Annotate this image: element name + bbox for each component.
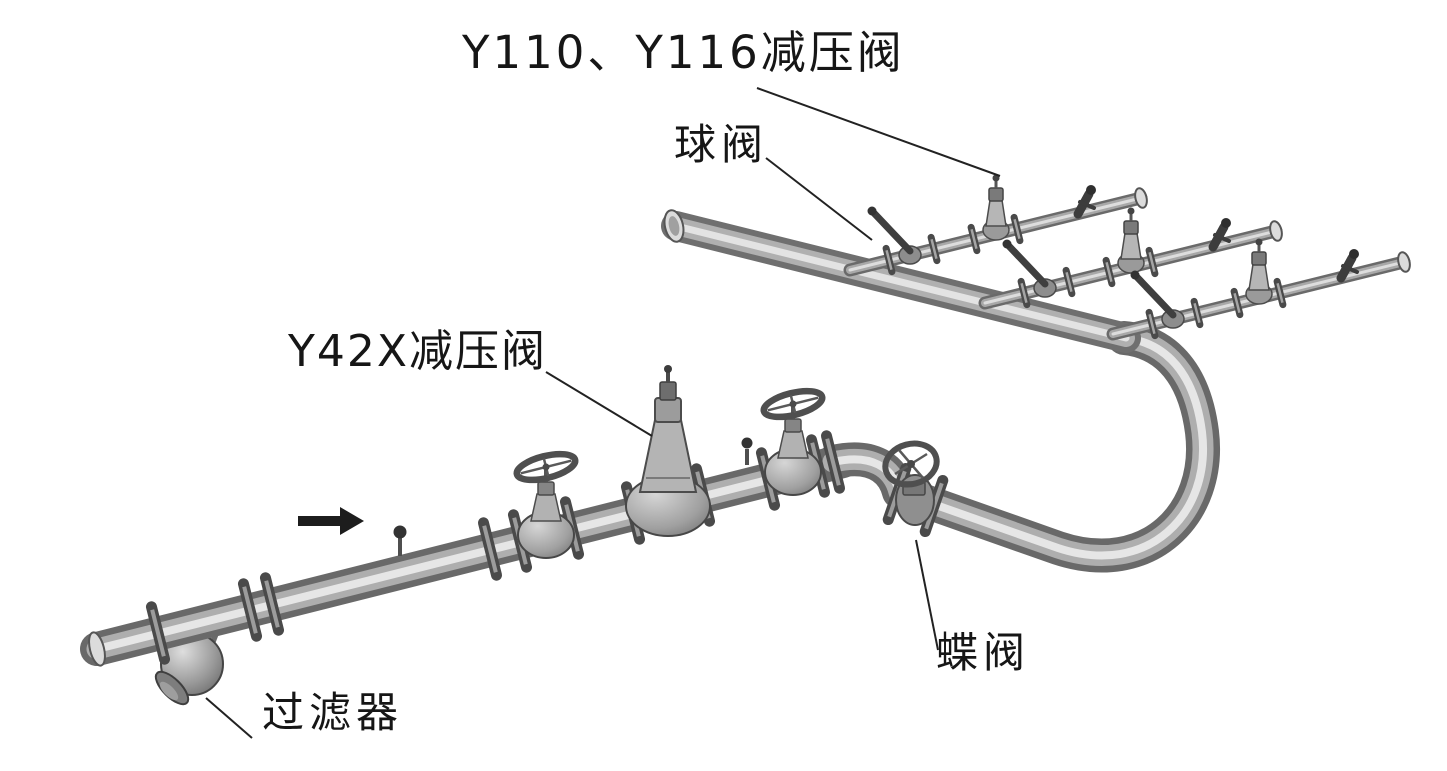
- handwheel-icon: [514, 449, 578, 485]
- label-ball-valve: 球阀: [674, 120, 769, 169]
- leader-y110-y116: [756, 87, 1001, 177]
- label-strainer: 过滤器: [262, 688, 404, 737]
- vent-plug-1: [393, 525, 407, 556]
- vent-plug-2: [741, 437, 753, 465]
- leader-butterfly: [915, 539, 939, 651]
- leader-ball-valve: [765, 157, 873, 241]
- main-pipe-run: [80, 444, 860, 667]
- leader-y42x: [545, 371, 653, 437]
- gate-valve-1: [514, 449, 578, 559]
- flow-arrow-icon: [298, 507, 364, 535]
- leader-lines: [205, 87, 1001, 739]
- label-y110-y116-valve: Y110、Y116减压阀: [462, 26, 905, 79]
- label-y42x-valve: Y42X减压阀: [288, 326, 548, 377]
- y110-y116-valve-2: [1116, 206, 1146, 275]
- label-butterfly-valve: 蝶阀: [936, 628, 1031, 677]
- y110-y116-valve-3: [1244, 237, 1274, 306]
- branch-line-2: [978, 206, 1283, 310]
- branch-line-1: [843, 173, 1148, 277]
- header-pipe: [661, 209, 1141, 353]
- y42x-reducing-valve: [625, 365, 711, 537]
- handwheel-icon: [761, 386, 825, 422]
- branch-line-3: [1106, 237, 1411, 341]
- y110-y116-valve-1: [981, 173, 1011, 242]
- gate-valve-2: [761, 386, 825, 496]
- leader-strainer: [205, 697, 253, 739]
- butterfly-valve: [882, 440, 943, 532]
